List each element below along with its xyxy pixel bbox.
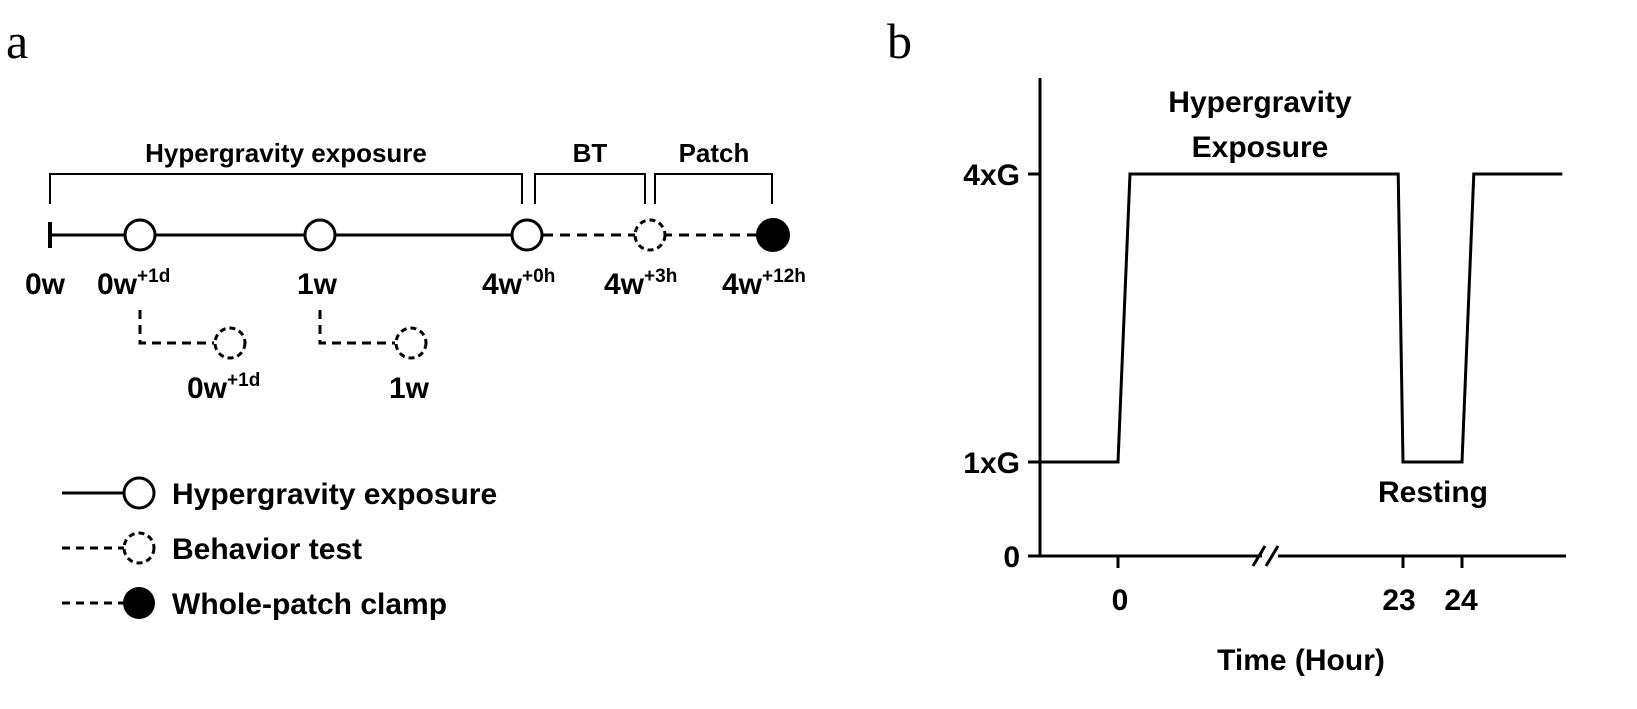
bracket-bt (534, 173, 646, 204)
bracket-bt-label: BT (573, 138, 608, 168)
timeline-label-4w3h: 4w+3h (604, 266, 677, 301)
x-tick-label-23: 23 (1382, 584, 1415, 617)
y-tick-label-0: 0 (1003, 541, 1020, 574)
timeline-label-0w1d: 0w+1d (97, 266, 170, 301)
panel-b: b 0 1xG 4xG 0 23 24 Time (Hour) Hypergra… (887, 13, 1566, 677)
timeline-label-1w: 1w (297, 268, 338, 301)
bracket-patch-label: Patch (679, 138, 750, 168)
x-tick-label-0: 0 (1112, 584, 1129, 617)
legend-label-patch: Whole-patch clamp (172, 588, 447, 621)
behavior-marker-4w3h (633, 218, 667, 252)
branch-line-0w1d (138, 310, 214, 345)
branch-behavior-marker-0w1d (213, 326, 247, 360)
timeline-label-4w0h: 4w+0h (482, 266, 555, 301)
branch-label-1w: 1w (389, 372, 430, 405)
y-tick-label-1xg: 1xG (963, 447, 1020, 480)
legend-open-circle-icon (122, 476, 156, 510)
legend: Hypergravity exposure Behavior test Whol… (62, 476, 497, 621)
panel-b-letter: b (887, 13, 912, 69)
annotation-exposure-line1: Hypergravity (1168, 86, 1352, 119)
legend-dashed-circle-icon (122, 531, 156, 565)
axis-break-mark-1 (1251, 545, 1267, 567)
axis-break-mark-2 (1264, 545, 1280, 567)
exposure-marker-1w (303, 218, 337, 252)
exposure-marker-0w1d (123, 218, 157, 252)
timeline-label-0w: 0w (25, 268, 66, 301)
y-tick-label-4xg: 4xG (963, 159, 1020, 192)
x-tick-label-24: 24 (1444, 584, 1478, 617)
bracket-exposure (49, 173, 523, 204)
branch-behavior-marker-1w (394, 326, 428, 360)
panel-a: a Hypergravity exposure BT Patch 0w 0w+1… (6, 13, 806, 621)
branch-line-1w (318, 310, 395, 345)
legend-filled-circle-icon (123, 587, 155, 619)
legend-label-behavior: Behavior test (172, 533, 362, 566)
x-axis-label: Time (Hour) (1217, 644, 1385, 677)
timeline-label-4w12h: 4w+12h (722, 266, 806, 301)
bracket-exposure-label: Hypergravity exposure (145, 138, 427, 168)
patch-marker-4w12h (756, 218, 790, 252)
legend-label-exposure: Hypergravity exposure (172, 478, 497, 511)
panel-a-letter: a (6, 13, 28, 69)
exposure-marker-4w0h (510, 218, 544, 252)
bracket-patch (654, 173, 773, 204)
annotation-resting: Resting (1378, 476, 1488, 509)
branch-label-0w1d: 0w+1d (187, 370, 260, 405)
gravity-series-line (1040, 172, 1563, 464)
annotation-exposure-line2: Exposure (1192, 131, 1329, 164)
